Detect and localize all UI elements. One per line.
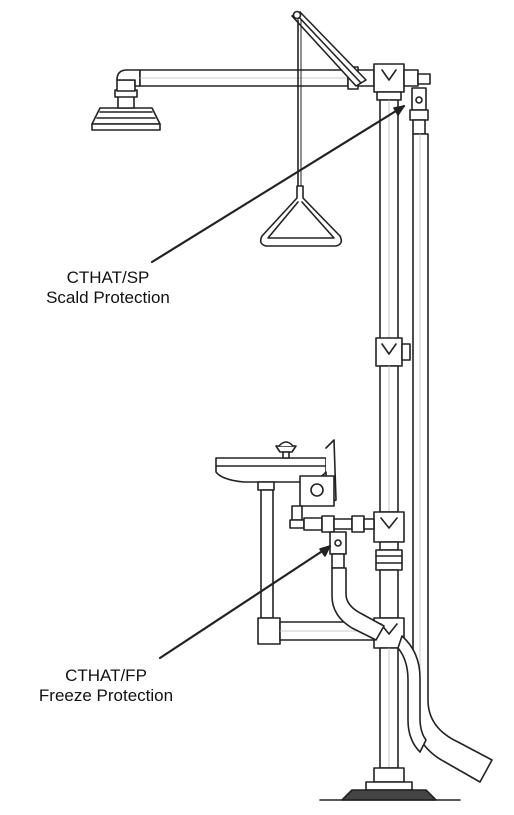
supply-riser-pipe <box>412 133 493 783</box>
activation-lever-arm <box>291 10 367 87</box>
main-vertical-pipe <box>373 99 411 769</box>
scald-callout-label: Scald Protection <box>46 288 170 307</box>
freeze-valve-drain-pipe <box>397 635 427 753</box>
main-tee-fitting <box>373 63 431 101</box>
shower-head <box>91 69 161 131</box>
freeze-protection-valve <box>329 531 385 641</box>
eyewash-spray-head <box>275 441 297 459</box>
eyewash-supply-line <box>289 505 375 533</box>
shower-arm-pipe <box>139 66 375 90</box>
scald-protection-callout: CTHAT/SP Scald Protection <box>18 268 198 308</box>
scald-callout-code: CTHAT/SP <box>66 268 150 287</box>
freeze-callout-code: CTHAT/FP <box>65 666 147 685</box>
freeze-protection-callout: CTHAT/FP Freeze Protection <box>6 666 206 706</box>
floor-flange <box>319 767 461 801</box>
freeze-callout-arrow <box>158 544 332 660</box>
freeze-callout-label: Freeze Protection <box>38 686 174 705</box>
scald-callout-arrow <box>150 104 406 264</box>
triangle-pull-handle <box>259 185 343 247</box>
pull-rod <box>297 19 302 189</box>
eyewash-bowl <box>215 439 337 507</box>
scald-protection-valve <box>409 87 429 135</box>
